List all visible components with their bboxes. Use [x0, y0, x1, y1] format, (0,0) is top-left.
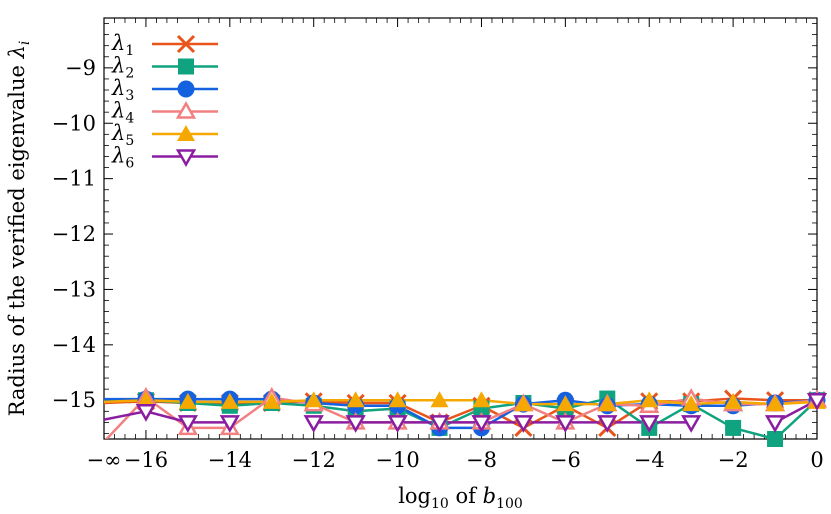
data-point-s6	[135, 404, 157, 422]
y-tick-label: −11	[52, 167, 96, 191]
data-point-s5	[262, 392, 281, 409]
data-point-s6	[806, 392, 828, 411]
x-tick-label: −6	[550, 448, 581, 472]
data-point-s6	[387, 415, 408, 433]
legend-subscript: 4	[125, 111, 134, 127]
legend-subscript: 6	[125, 156, 134, 172]
data-point-s6	[177, 415, 199, 433]
legend-label-6: λ6	[111, 144, 134, 172]
legend-marker-6	[175, 149, 197, 168]
legend-subscript: 1	[125, 43, 134, 59]
data-point-s5	[766, 395, 785, 412]
x-tick-label: −2	[718, 448, 749, 472]
data-point-s5	[304, 391, 323, 408]
legend-label-4: λ4	[111, 99, 134, 127]
y-tick-label: −13	[52, 277, 96, 301]
legend-marker-1-stroke-b	[176, 34, 196, 54]
legend-label-5: λ5	[111, 121, 134, 149]
data-point-s5	[640, 391, 659, 408]
legend-subscript: 3	[125, 88, 134, 104]
legend-label-1: λ1	[111, 31, 134, 59]
data-point-s6	[555, 415, 576, 433]
data-point-s5	[724, 392, 743, 409]
legend-symbol: λ	[111, 121, 125, 145]
x-tick-label: −16	[124, 448, 168, 472]
x-axis-label-pre-sub: 10	[431, 496, 449, 512]
data-point-s6	[639, 415, 660, 433]
plot-frame	[103, 17, 818, 440]
legend-subscript: 5	[125, 133, 134, 149]
x-tick-label: −10	[375, 448, 419, 472]
data-point-s6	[303, 415, 324, 433]
x-axis-label-var: b	[483, 484, 496, 508]
y-tick-label: −12	[52, 222, 96, 246]
y-axis-label: Radius of the verified eigenvalue λi	[5, 41, 33, 417]
x-tick-labels: −∞−16 −14 −12 −10 −8 −6 −4 −2 0	[86, 448, 823, 472]
legend-label-2: λ2	[111, 54, 134, 82]
x-tick-label: −4	[634, 448, 665, 472]
data-point-s6	[471, 415, 492, 433]
legend-marker-3	[177, 80, 195, 98]
legend-marker-2	[178, 58, 194, 75]
data-point-s5	[472, 391, 491, 408]
legend-marker-1	[176, 34, 196, 54]
data-point-s6	[429, 415, 450, 433]
legend-marker-5	[177, 125, 195, 141]
data-point-s5	[388, 391, 407, 408]
y-tick-label: −14	[52, 333, 96, 357]
x-tick-label: −∞	[86, 448, 121, 472]
legend-subscript: 2	[125, 66, 134, 82]
legend-symbol: λ	[111, 31, 125, 55]
data-point-s5	[514, 395, 533, 412]
series-line-6	[104, 410, 230, 424]
y-axis-label-text: Radius of the verified eigenvalue	[5, 58, 29, 416]
x-axis-label-pre: log	[398, 484, 431, 508]
data-point-s5	[430, 391, 449, 408]
legend-marker-4	[175, 100, 197, 119]
data-point-s6	[764, 415, 786, 433]
axis-ticks	[103, 18, 818, 439]
data-point-s5	[346, 391, 365, 408]
data-point-s5	[598, 395, 617, 412]
data-point-s5	[136, 391, 155, 408]
x-tick-label: 0	[810, 448, 823, 472]
data-point-s2	[767, 431, 784, 447]
data-point-s6	[597, 415, 618, 433]
y-tick-label: −9	[65, 56, 96, 80]
y-axis-label-var-sub: i	[17, 41, 33, 45]
legend-symbol: λ	[111, 54, 125, 78]
data-point-s6	[681, 415, 702, 433]
data-point-s5	[556, 395, 575, 412]
x-tick-label: −14	[208, 448, 252, 472]
data-point-s5	[682, 395, 701, 412]
x-tick-label: −8	[466, 448, 497, 472]
y-tick-label: −10	[52, 111, 96, 135]
x-axis-label-mid: of	[449, 484, 483, 508]
x-axis-label: log10 of b100	[398, 484, 523, 512]
y-tick-label: −15	[52, 388, 96, 412]
series-markers	[135, 386, 828, 447]
x-tick-label: −12	[292, 448, 336, 472]
legend-symbol: λ	[111, 99, 125, 123]
legend-label-3: λ3	[111, 76, 134, 104]
data-point-s5	[220, 392, 239, 409]
data-point-s2	[725, 419, 742, 436]
legend-symbol: λ	[111, 144, 125, 168]
y-axis-label-var: λ	[5, 45, 29, 59]
data-point-s5	[178, 392, 197, 409]
data-point-s6	[345, 415, 366, 433]
data-point-s6	[219, 415, 240, 433]
data-point-s6	[513, 415, 534, 433]
y-tick-labels: −9 −10 −11 −12 −13 −14 −15	[52, 56, 96, 412]
legend-symbol: λ	[111, 76, 125, 100]
x-axis-label-var-sub: 100	[496, 496, 523, 512]
